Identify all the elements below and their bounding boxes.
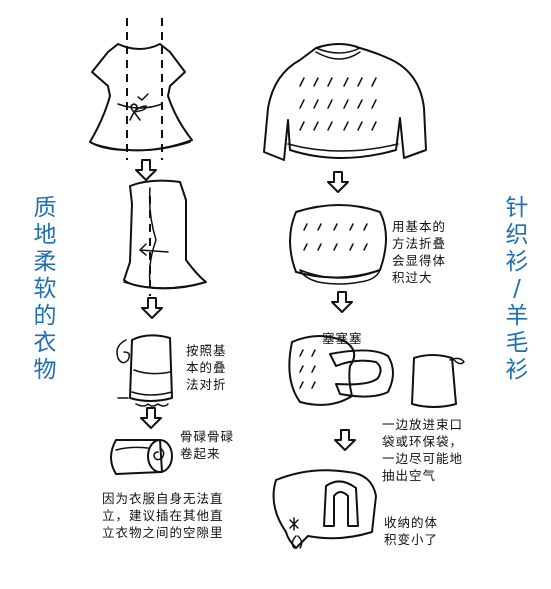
note-stuff: 塞塞塞 xyxy=(322,331,363,346)
note-stand-upright: 因为衣服自身无法直立，建议插在其他直立衣物之间的空隙里 xyxy=(102,491,224,540)
note-roll-up: 骨碌骨碌卷起来 xyxy=(180,429,235,461)
arrow-down-icon xyxy=(331,291,353,313)
arrow-down-icon xyxy=(135,159,157,181)
note-bulky-warning: 用基本的方法折叠会显得体积过大 xyxy=(392,219,447,285)
rolled-clothing-drawing xyxy=(110,439,173,475)
folded-strip-drawing xyxy=(116,334,173,407)
drawstring-bag-drawing xyxy=(411,354,465,408)
stuffing-sweater-drawing xyxy=(288,335,394,406)
folded-sweater-drawing xyxy=(289,204,387,285)
arrow-down-icon xyxy=(334,429,356,451)
compressed-bag-drawing xyxy=(272,469,377,549)
arrow-down-icon xyxy=(140,407,162,429)
note-smaller: 收纳的体积变小了 xyxy=(384,515,439,547)
arrow-down-icon xyxy=(141,297,163,319)
blouse-drawing xyxy=(89,43,193,152)
folded-blouse-drawing xyxy=(123,179,207,290)
sweater-drawing xyxy=(263,43,427,161)
note-bag: 一边放进束口袋或环保袋，一边尽可能地抽出空气 xyxy=(382,417,464,483)
arrow-down-icon xyxy=(327,171,349,193)
right-column-title: 针织衫/羊毛衫 xyxy=(505,195,529,383)
left-column-title: 质地柔软的衣物 xyxy=(33,195,57,383)
note-fold-basic: 按照基本的叠法对折 xyxy=(186,343,227,392)
